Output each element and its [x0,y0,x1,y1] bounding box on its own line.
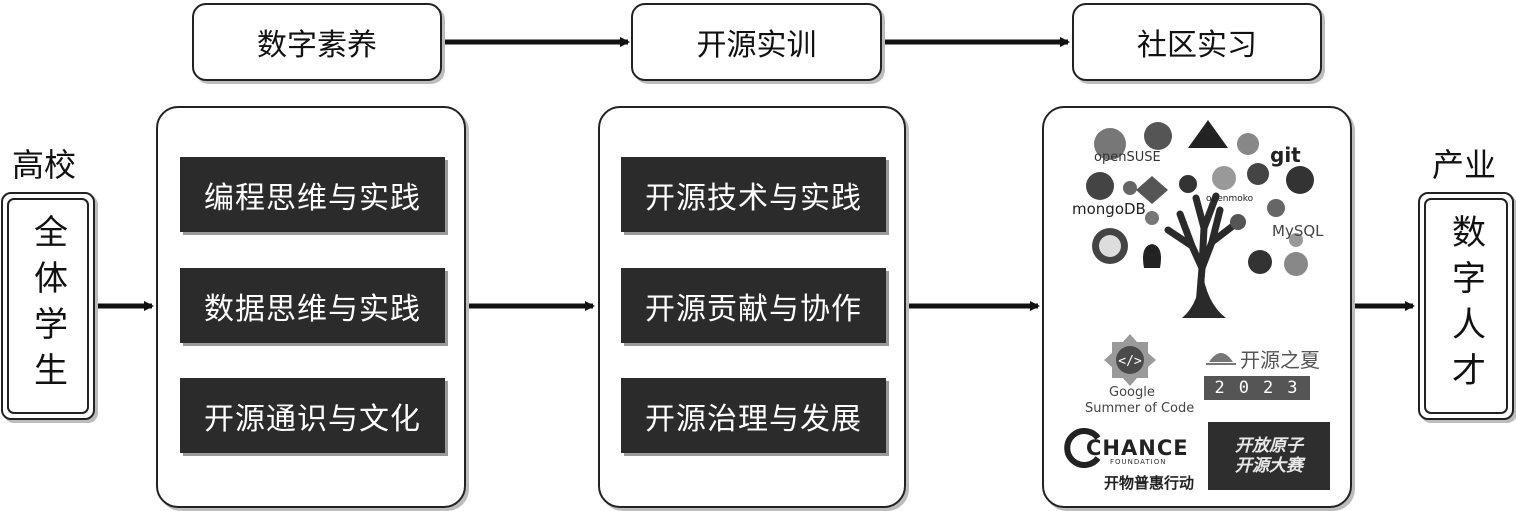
item-data-thinking: 数据思维与实践 [180,268,445,343]
openmoko-logo-text: openmoko [1206,194,1254,204]
gsoc-line1: Google [1109,385,1155,400]
left-label: 高校 [12,146,77,184]
svg-text:</>: </> [1118,354,1142,369]
chance-ring-icon [1064,428,1101,468]
mysql-logo-text: MySQL [1272,222,1324,240]
left-box-text: 全体学生 [27,214,68,398]
stage-title-digital-literacy: 数字素养 [192,3,442,81]
stage-title-open-source-training: 开源实训 [631,3,882,81]
gsoc-line2: Summer of Code [1085,401,1195,416]
chance-sub-text: FOUNDATION [1110,458,1167,466]
summer-year-badge: 2023 [1204,376,1310,400]
item-open-source-governance: 开源治理与发展 [621,378,886,453]
right-box: 数字人才 [1418,192,1514,420]
right-box-text: 数字人才 [1445,214,1486,398]
mongodb-logo-text: mongoDB [1072,200,1146,218]
chance-cn-text: 开物普惠行动 [1104,474,1195,492]
summer-year: 2023 [1214,378,1312,398]
item-open-source-tech: 开源技术与实践 [621,157,886,232]
summer-title: 开源之夏 [1240,348,1320,372]
git-logo-text: git [1270,143,1301,167]
atom-line2: 开源大赛 [1235,456,1303,476]
tree-icon [1086,120,1314,318]
left-box: 全体学生 [1,192,95,420]
atom-contest-poster: 开放原子 开源大赛 [1208,422,1330,490]
stage-title-community-internship: 社区实习 [1072,3,1322,81]
gsoc-sun-icon: </> [1104,334,1156,386]
right-label: 产业 [1432,146,1497,184]
item-programming-thinking: 编程思维与实践 [180,157,445,232]
chance-logo-text: CHANCE [1086,436,1189,460]
atom-line1: 开放原子 [1235,436,1303,456]
item-open-source-contribution: 开源贡献与协作 [621,268,886,343]
item-open-source-culture: 开源通识与文化 [180,378,445,453]
summer-sun-icon [1206,353,1236,365]
opensuse-logo-text: openSUSE [1094,150,1161,165]
